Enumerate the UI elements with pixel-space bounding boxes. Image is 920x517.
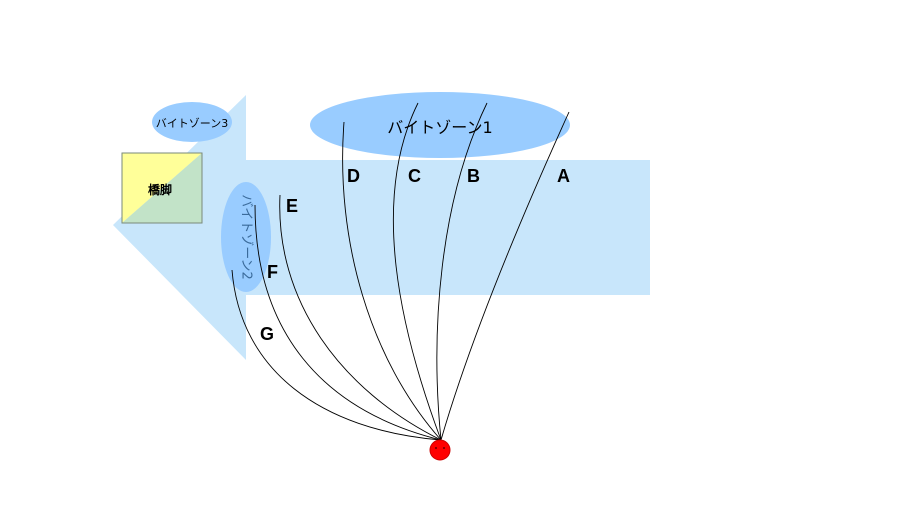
cast-line-d [342, 121, 442, 441]
casting-lines [231, 102, 570, 441]
current-arrow [113, 95, 650, 360]
bite-zone-3-label: バイトゾーン3 [156, 117, 228, 130]
cast-line-a [440, 111, 570, 441]
bite-zone-1-label: バイトゾーン1 [387, 118, 492, 137]
label-e: E [286, 196, 298, 216]
bite-zone-2-label: バイトゾーン2 [239, 194, 254, 280]
angler-icon [429, 439, 451, 461]
cast-line-c [392, 102, 442, 441]
bite-zone-3: バイトゾーン3 [152, 102, 232, 142]
label-b: B [467, 166, 480, 186]
pier-label: 橋脚 [148, 182, 172, 197]
label-d: D [347, 166, 360, 186]
label-g: G [260, 324, 274, 344]
cast-line-g [231, 269, 442, 441]
line-labels: A B C D E F G [260, 166, 570, 344]
pier: 橋脚 [121, 152, 203, 224]
bite-zone-2: バイトゾーン2 [221, 182, 271, 292]
label-f: F [267, 262, 278, 282]
label-a: A [557, 166, 570, 186]
bite-zone-1: バイトゾーン1 [310, 92, 570, 158]
cast-line-e [279, 194, 442, 441]
cast-line-b [436, 102, 488, 441]
cast-line-f [254, 204, 442, 441]
label-c: C [408, 166, 421, 186]
